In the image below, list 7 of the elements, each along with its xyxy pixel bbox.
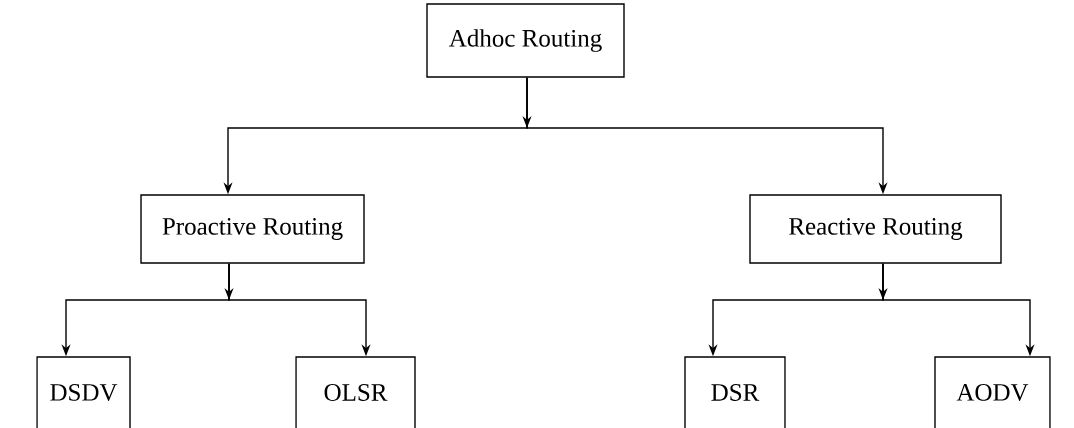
routing-box: Reactive Routing (749, 194, 1002, 264)
routing-box: OLSR (295, 356, 416, 428)
routing-box: Adhoc Routing (426, 3, 625, 78)
routing-box: DSR (684, 356, 786, 428)
routing-box: AODV (934, 356, 1051, 428)
routing-box: DSDV (36, 356, 131, 428)
routing-box: Proactive Routing (140, 194, 365, 264)
